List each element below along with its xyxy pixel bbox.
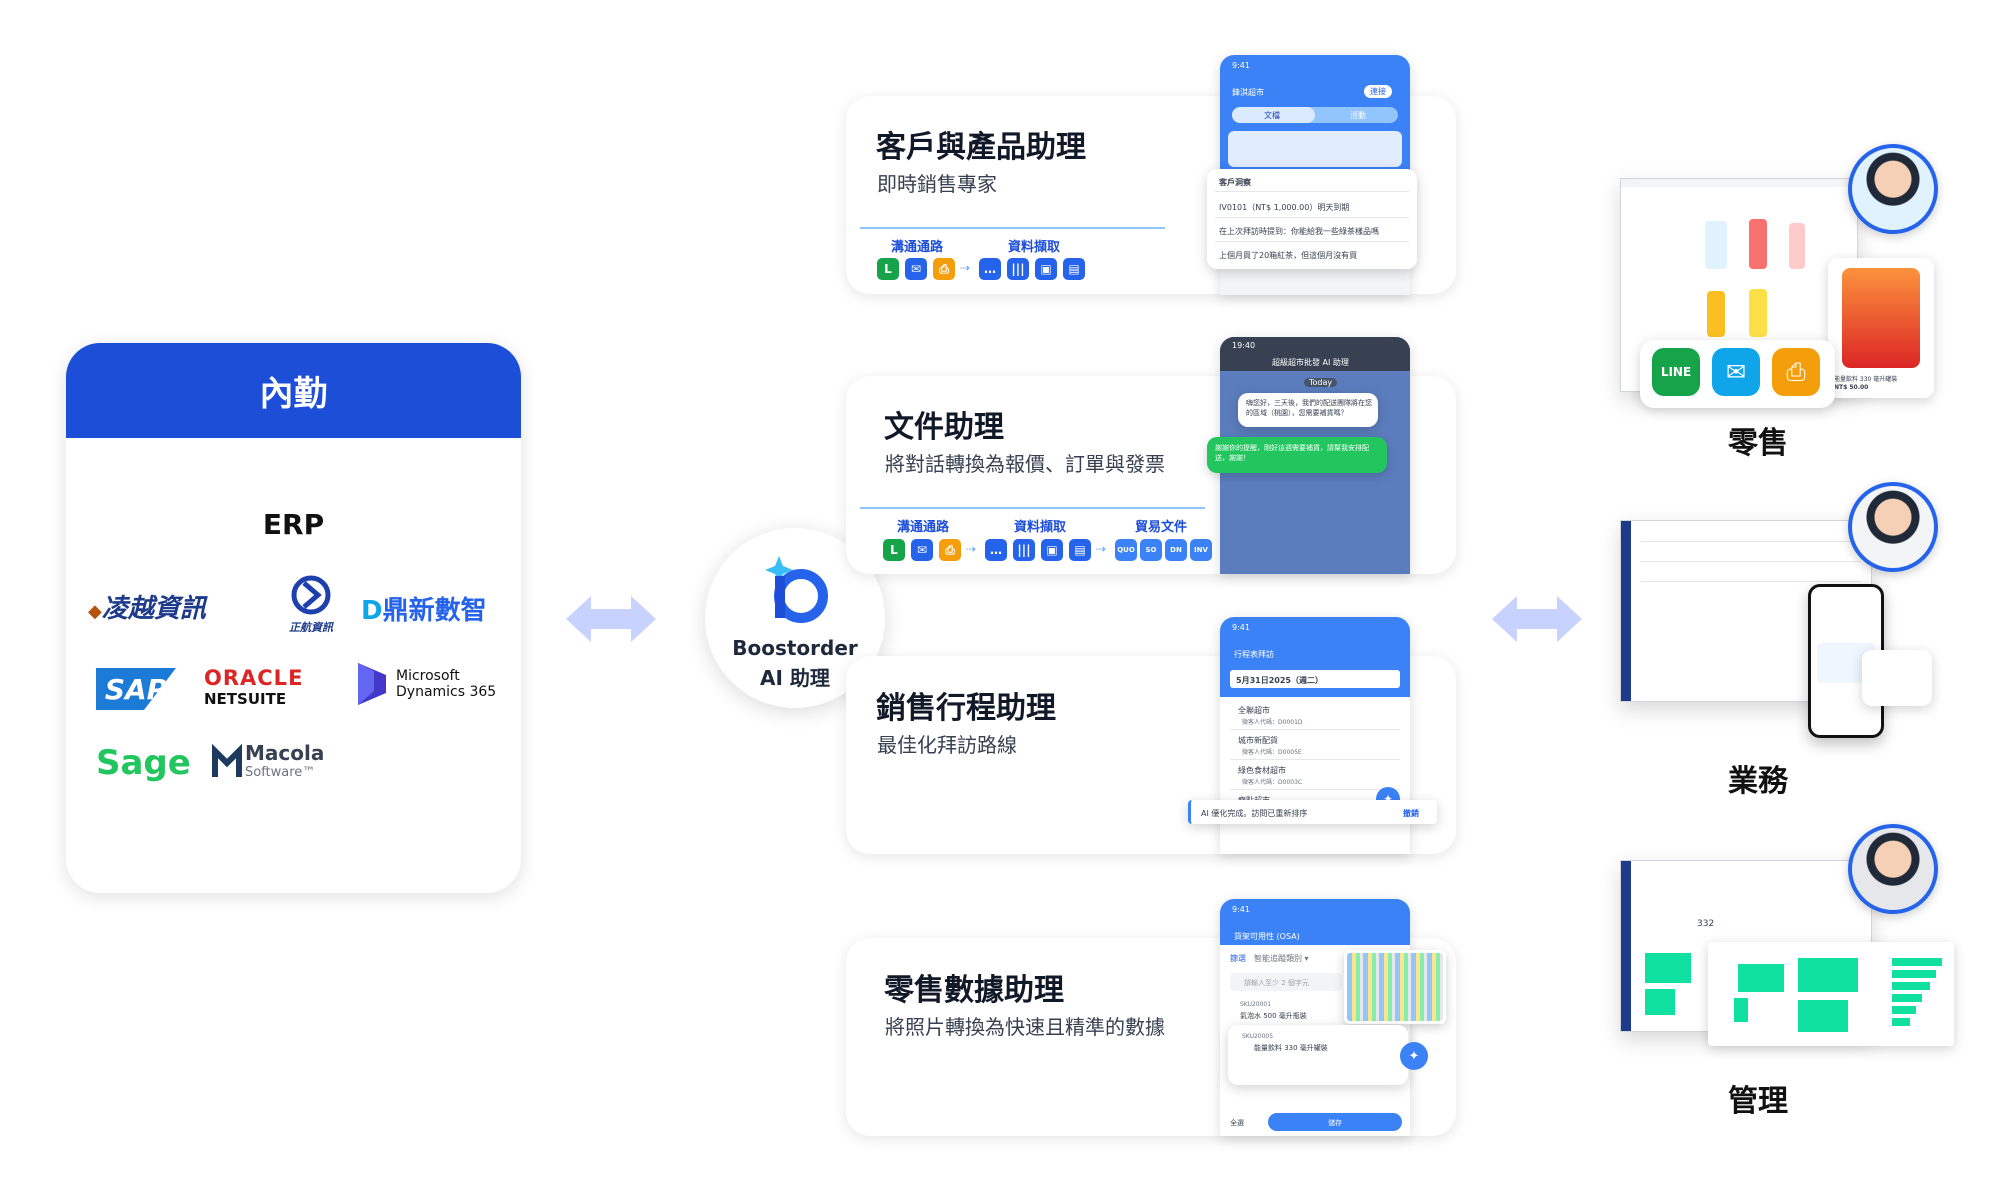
double-arrow-icon	[1492, 594, 1582, 644]
arrow-icon: ⇢	[1096, 542, 1107, 556]
insight-item: 在上次拜訪時提到：你能給我一些綠茶樣品嗎	[1219, 227, 1379, 236]
sales-order-doc-icon: SO	[1140, 539, 1162, 561]
image-icon: ▣	[1035, 258, 1057, 280]
osa-item-popup: SKU20005 能量飲料 330 毫升罐裝	[1228, 1025, 1408, 1085]
channel-label: 溝通通路	[891, 240, 944, 255]
phone-header: 鋒淇超市	[1232, 88, 1264, 97]
osa-item[interactable]: 氣泡水 500 毫升瓶裝	[1240, 1012, 1307, 1020]
fax-icon: ⎙	[1772, 348, 1820, 396]
channel-label: 溝通通路	[897, 520, 950, 535]
invoice-doc-icon: INV	[1190, 539, 1212, 561]
assistant-title: 文件助理	[884, 410, 1004, 445]
chat-message-outgoing: 謝謝你的提醒，剛好這週需要補貨，請幫我安排配送，謝謝！	[1207, 437, 1387, 473]
erp-title: ERP	[262, 508, 325, 541]
dynamics-365-logo: Microsoft Dynamics 365	[356, 661, 496, 707]
ai-sparkle-button[interactable]: ✦	[1400, 1042, 1428, 1070]
mail-icon: ✉	[1712, 348, 1760, 396]
insight-item: 上個月買了20箱紅茶，但這個月沒有買	[1219, 251, 1358, 260]
undo-button[interactable]: 撤銷	[1403, 809, 1419, 818]
insight-item: IV0101（NT$ 1,000.00）明天到期	[1219, 203, 1350, 212]
retail-product-card: 能量飲料 330 毫升罐裝 NT$ 50.00	[1828, 258, 1934, 398]
hub-title: Boostorder	[732, 636, 858, 660]
sage-logo: Sage	[96, 743, 191, 783]
assistant-subtitle: 即時銷售專家	[877, 172, 997, 196]
zhenghang-logo: 正航資訊	[281, 575, 341, 635]
route-stop[interactable]: 全聯超市	[1238, 706, 1270, 715]
arrow-icon: ⇢	[960, 261, 971, 275]
channel-label: 資料擷取	[1008, 240, 1061, 255]
divider	[860, 507, 1205, 509]
document-icon: ▤	[1069, 539, 1091, 561]
channel-label: 貿易文件	[1135, 520, 1188, 535]
quotation-doc-icon: QUO	[1115, 539, 1137, 561]
assistant-title: 客戶與產品助理	[876, 130, 1086, 165]
management-chart-panel	[1708, 942, 1954, 1046]
arrow-icon: ⇢	[966, 542, 977, 556]
document-icon: ▤	[1063, 258, 1085, 280]
fax-icon: ⎙	[939, 539, 961, 561]
avatar	[1848, 482, 1938, 572]
assistant-subtitle: 最佳化拜訪路線	[877, 733, 1017, 757]
retail-channel-strip: LINE ✉ ⎙	[1640, 340, 1835, 408]
sales-popup	[1862, 650, 1932, 706]
voice-icon: |||	[1007, 258, 1029, 280]
boostorder-logo-icon	[765, 556, 828, 623]
fax-icon: ⎙	[933, 258, 955, 280]
sap-logo: SAP	[96, 668, 176, 710]
erp-card-header: 內勤	[66, 343, 521, 438]
chat-icon: …	[985, 539, 1007, 561]
route-stop[interactable]: 綠色食材超市	[1238, 766, 1286, 775]
chat-icon: …	[979, 258, 1001, 280]
mail-icon: ✉	[905, 258, 927, 280]
avatar	[1848, 824, 1938, 914]
delivery-note-doc-icon: DN	[1165, 539, 1187, 561]
phone-header: 貨架可用性 (OSA)	[1234, 932, 1300, 941]
select-all-checkbox[interactable]: 全選	[1230, 1119, 1244, 1127]
customer-insight-popup: 客戶洞察 IV0101（NT$ 1,000.00）明天到期 在上次拜訪時提到：你…	[1207, 169, 1417, 269]
search-input[interactable]: 請輸入至少 2 個字元	[1244, 979, 1309, 987]
erp-card: 內勤 ERP ◆凌越資訊 正航資訊 D鼎新數智 SAP ORACLE NETSU…	[66, 343, 521, 893]
avatar	[1848, 144, 1938, 234]
ai-optimize-toast: AI 優化完成。訪問已重新排序 撤銷	[1188, 800, 1437, 824]
shelf-photo	[1344, 950, 1446, 1024]
voice-icon: |||	[1013, 539, 1035, 561]
section-label-sales: 業務	[1728, 764, 1788, 799]
mail-icon: ✉	[911, 539, 933, 561]
double-arrow-icon	[566, 594, 656, 644]
oracle-netsuite-logo: ORACLE NETSUITE	[204, 666, 304, 708]
assistant-subtitle: 將照片轉換為快速且精準的數據	[885, 1015, 1165, 1039]
image-icon: ▣	[1041, 539, 1063, 561]
divider	[860, 227, 1165, 229]
line-icon: LINE	[1652, 348, 1700, 396]
section-label-management: 管理	[1728, 1084, 1788, 1119]
hub-subtitle: AI 助理	[760, 666, 830, 690]
line-icon: L	[883, 539, 905, 561]
assistant-subtitle: 將對話轉換為報價、訂單與發票	[885, 452, 1165, 476]
line-icon: L	[877, 258, 899, 280]
lingyue-logo: ◆凌越資訊	[88, 594, 206, 624]
assistant-title: 零售數據助理	[884, 973, 1064, 1008]
route-date: 5月31日2025（週二）	[1236, 676, 1323, 685]
phone-header: 行程表拜訪	[1234, 650, 1274, 659]
section-label-retail: 零售	[1728, 426, 1788, 461]
chat-message-incoming: 嗨您好，三天後，我們的配送團隊將在您的區域（桃園），您需要補貨嗎？	[1238, 393, 1378, 427]
channel-label: 資料擷取	[1014, 520, 1067, 535]
phone-header: 超級超市批發 AI 助理	[1272, 358, 1349, 367]
route-stop[interactable]: 城市新配貨	[1238, 736, 1278, 745]
macola-logo: Macola Software™	[211, 741, 324, 780]
digiwin-logo: D鼎新數智	[361, 596, 487, 626]
save-button[interactable]	[1268, 1113, 1402, 1131]
assistant-title: 銷售行程助理	[876, 691, 1056, 726]
